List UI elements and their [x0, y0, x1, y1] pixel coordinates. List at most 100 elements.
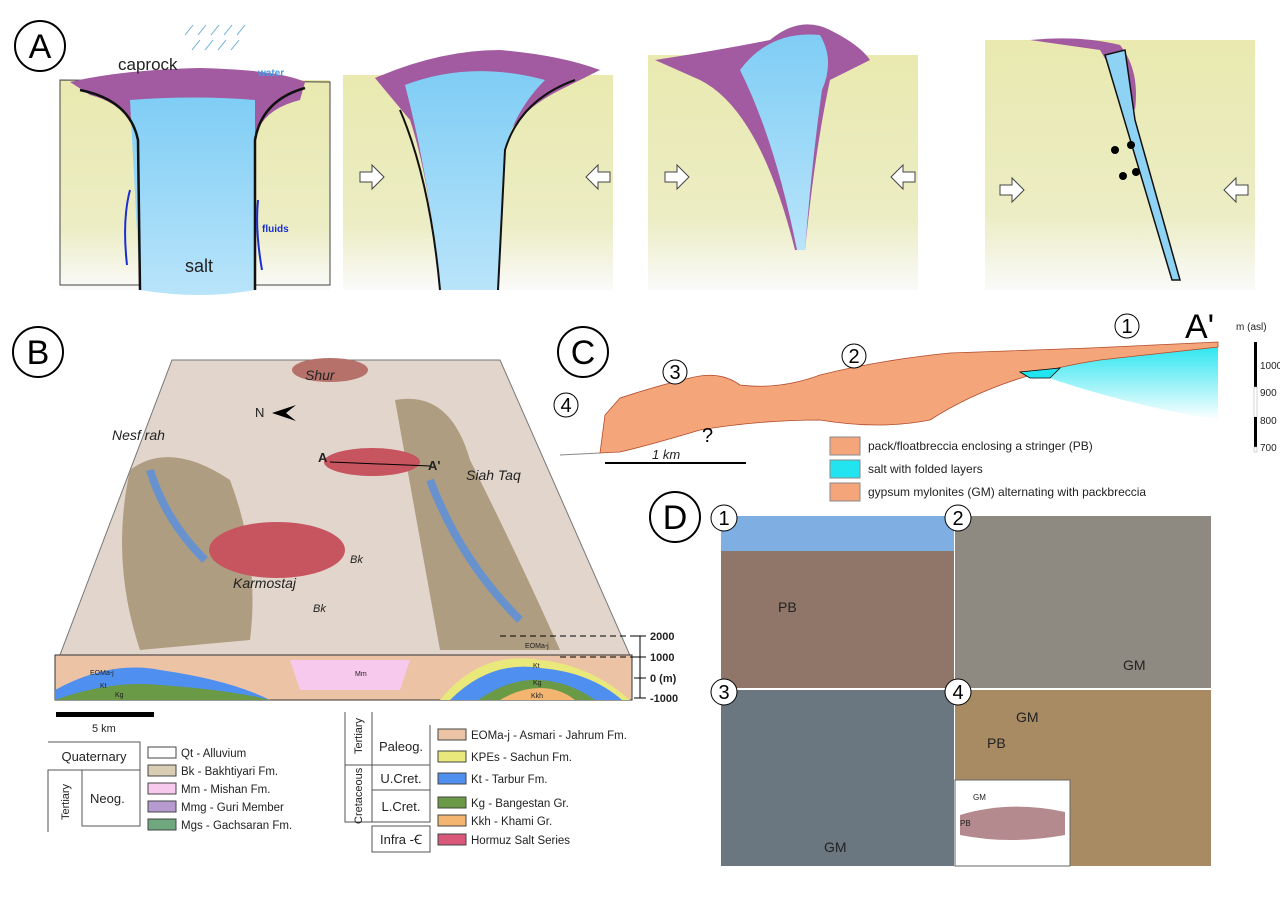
legend-swatch: [437, 833, 467, 846]
period-lower-cretaceous: L.Cret.: [381, 799, 420, 814]
north-arrow-icon: [272, 405, 296, 421]
axis-tick: 900: [1260, 388, 1277, 399]
legend-swatch: [147, 746, 177, 759]
legend-item: Mgs - Gachsaran Fm.: [181, 820, 292, 832]
scale-label: 5 km: [92, 723, 116, 735]
elevation-axis: [1253, 342, 1258, 453]
legend-swatch: [147, 782, 177, 795]
legend-item: Mmg - Guri Member: [181, 802, 284, 814]
place-siah-taq: Siah Taq: [466, 467, 521, 483]
section-a-prime-label: A': [428, 458, 440, 473]
elev-tick: 0 (m): [650, 673, 677, 685]
arrow-right-icon: [359, 163, 385, 191]
period-upper-cretaceous: U.Cret.: [380, 771, 421, 786]
photo-number: 1: [718, 508, 729, 530]
arrow-left-icon: [585, 163, 611, 191]
caprock-label: caprock: [118, 55, 178, 74]
elev-tick: 2000: [650, 631, 674, 643]
legend-item: KPEs - Sachun Fm.: [471, 752, 572, 764]
site-3: 3: [669, 362, 680, 384]
unit-label: Mm: [355, 671, 367, 678]
rain-icon: [184, 24, 246, 51]
north-label: N: [255, 405, 264, 420]
unit-label: Kt: [100, 683, 107, 690]
photo-2: 2GM: [944, 504, 1211, 688]
fluids-label: fluids: [262, 224, 289, 235]
scale-bar: [56, 712, 154, 717]
photo-number: 4: [952, 682, 963, 704]
site-2: 2: [848, 346, 859, 368]
axis-tick: 700: [1260, 443, 1277, 454]
period-tertiary: Tertiary: [353, 717, 365, 754]
photo-number: 2: [952, 508, 963, 530]
arrow-right-icon: [664, 163, 690, 191]
legend-swatch: [437, 814, 467, 827]
panel-c-label: C: [571, 334, 596, 372]
legend-swatch: [147, 818, 177, 831]
legend-swatch: [829, 459, 861, 479]
axis-unit: m (asl): [1236, 322, 1267, 333]
section-a-label: A: [318, 450, 328, 465]
legend-item: Kg - Bangestan Gr.: [471, 798, 569, 810]
unit-label: Kg: [115, 692, 124, 699]
legend-item: Kt - Tarbur Fm.: [471, 774, 547, 786]
legend-item: Mm - Mishan Fm.: [181, 784, 270, 796]
arrow-left-icon: [890, 163, 916, 191]
question-mark: ?: [702, 425, 713, 447]
period-infra-cambrian: Infra -Ꞓ: [380, 832, 422, 847]
place-karmostaj: Karmostaj: [233, 575, 297, 591]
elev-tick: 1000: [650, 652, 674, 664]
photo-label: GM: [1123, 657, 1146, 673]
section-a-prime: A': [1185, 308, 1214, 346]
legend-item: Hormuz Salt Series: [471, 835, 570, 847]
photo-number: 3: [718, 682, 729, 704]
photo-label: PB: [778, 599, 797, 615]
photo-3: 3GM: [710, 678, 954, 866]
period-paleogene: Paleog.: [379, 739, 423, 754]
legend-item: gypsum mylonites (GM) alternating with p…: [868, 485, 1146, 499]
panel-c: C 1 2 3 4 A' ? 1 km m (asl) 1000 900 800…: [553, 308, 1280, 502]
legend-swatch: [437, 772, 467, 785]
period-quaternary: Quaternary: [61, 749, 127, 764]
inset-label: GM: [973, 793, 986, 802]
legend-item: Bk - Bakhtiyari Fm.: [181, 766, 278, 778]
place-nesf-rah: Nesf rah: [112, 427, 165, 443]
site-4: 4: [560, 395, 571, 417]
panel-b: B Shur Nesf rah Siah Taq Karmostaj Bk Bk…: [12, 326, 678, 853]
salt-label: salt: [185, 256, 213, 276]
elev-tick: -1000: [650, 693, 678, 705]
unit-label: EOMa-j: [525, 643, 549, 650]
axis-tick: 800: [1260, 416, 1277, 427]
legend-swatch: [437, 796, 467, 809]
period-tertiary: Tertiary: [60, 783, 72, 820]
photo-label: GM: [824, 839, 847, 855]
elevation-axis: [500, 635, 646, 699]
legend-item: EOMa-j - Asmari - Jahrum Fm.: [471, 730, 627, 742]
site-1: 1: [1121, 316, 1132, 338]
period-cretaceous: Cretaceous: [353, 767, 365, 824]
bk-label: Bk: [313, 603, 326, 615]
block-section: EOMa-j Kt Kg Mm EOMa-j Kt Kg Kkh: [54, 643, 633, 701]
legend-swatch: [147, 764, 177, 777]
section-3: [648, 24, 918, 290]
scale-label: 1 km: [652, 447, 680, 462]
legend-swatch: [437, 750, 467, 763]
unit-label: Kkh: [531, 693, 543, 700]
section-2: [343, 50, 613, 291]
panel-a: A caprock water salt fluids: [14, 20, 1255, 295]
section-4: [985, 38, 1255, 290]
arrow-left-icon: [1223, 176, 1249, 204]
place-shur: Shur: [305, 367, 336, 383]
bk-label: Bk: [350, 554, 363, 566]
legend-right: [344, 712, 431, 853]
site-markers: [553, 313, 1140, 418]
unit-label: Kg: [533, 680, 542, 687]
legend-swatch: [147, 800, 177, 813]
photo-label: GM: [1016, 709, 1039, 725]
legend-swatch: [829, 482, 861, 502]
panel-b-label: B: [27, 334, 50, 372]
photo-1: 1PB: [710, 504, 954, 688]
